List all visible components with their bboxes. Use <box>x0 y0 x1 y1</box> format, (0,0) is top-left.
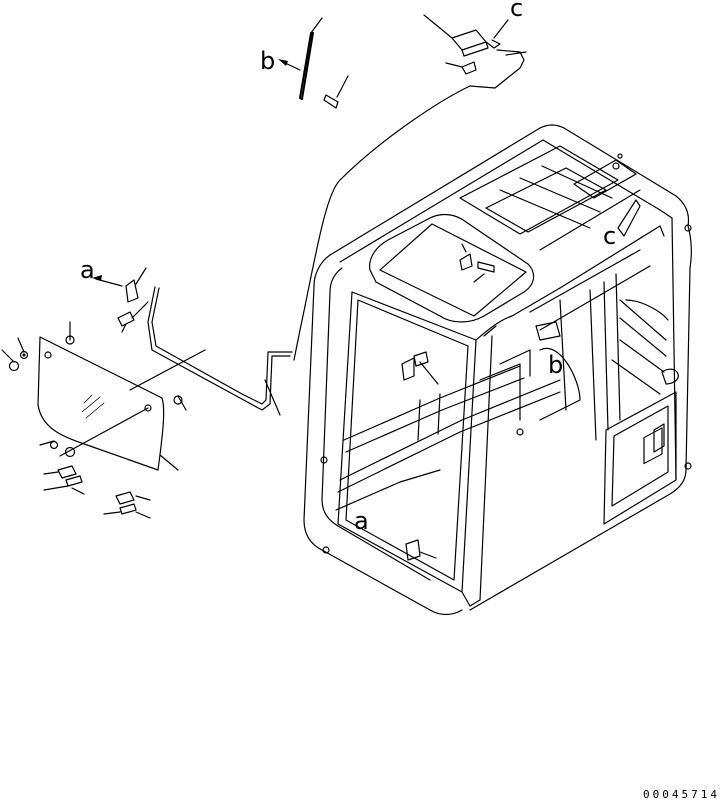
wiper-arm-rod <box>129 286 293 416</box>
reference-number: 00045714 <box>643 788 720 801</box>
window-glass-panel <box>1 321 187 471</box>
label-b-top: b <box>260 47 275 75</box>
bracket-clip-part <box>92 267 149 333</box>
label-a-left: a <box>80 256 95 284</box>
label-c-top: c <box>510 0 523 22</box>
operator-cab <box>303 124 692 616</box>
wiper-cable <box>293 85 471 361</box>
wiper-blade-part <box>278 17 349 109</box>
wiper-motor-part <box>423 14 527 89</box>
label-b-cab: b <box>548 351 563 379</box>
label-c-cab: c <box>603 222 616 250</box>
label-a-cab: a <box>354 507 369 535</box>
glass-clips <box>43 465 151 519</box>
